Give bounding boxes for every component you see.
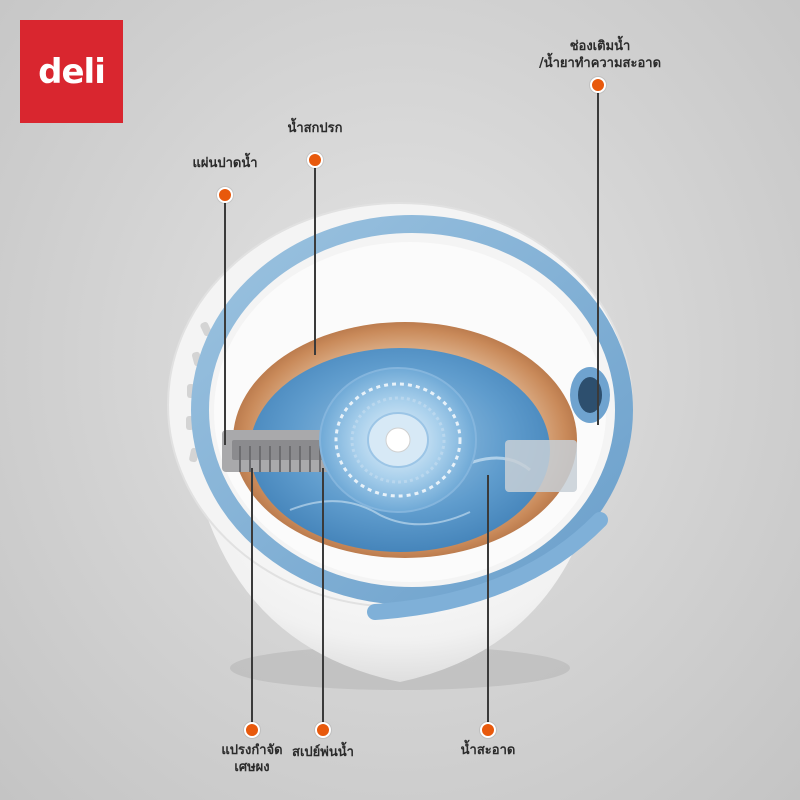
marker-clean-water bbox=[480, 722, 496, 738]
label-water-inlet-line2: /น้ำยาทำความสะอาด bbox=[538, 56, 662, 71]
deli-logo: deli bbox=[20, 20, 123, 123]
leader-water-inlet bbox=[597, 85, 599, 425]
leader-wiper-plate bbox=[224, 195, 226, 445]
marker-debris-brush bbox=[244, 722, 260, 738]
label-debris-brush-line2: เศษผง bbox=[234, 760, 270, 775]
spin-center bbox=[385, 427, 411, 453]
leader-clean-water bbox=[487, 475, 489, 730]
label-debris-brush-line1: แปรงกำจัด bbox=[221, 743, 283, 758]
leader-spray-nozzle bbox=[322, 468, 324, 730]
leader-dirty-water bbox=[314, 160, 316, 355]
logo-text: deli bbox=[38, 51, 106, 92]
label-water-inlet-line1: ช่องเติมน้ำ bbox=[569, 39, 631, 54]
marker-dirty-water bbox=[307, 152, 323, 168]
marker-water-inlet bbox=[590, 77, 606, 93]
label-wiper-plate: แผ่นปาดน้ำ bbox=[192, 156, 258, 171]
label-water-inlet: ช่องเติมน้ำ /น้ำยาทำความสะอาด bbox=[530, 38, 670, 72]
water-inlet-hole bbox=[578, 377, 602, 413]
marker-wiper-plate bbox=[217, 187, 233, 203]
label-debris-brush: แปรงกำจัด เศษผง bbox=[202, 742, 302, 776]
blue-rim bbox=[191, 215, 633, 605]
label-clean-water: น้ำสะอาด bbox=[460, 743, 516, 758]
rim-slot bbox=[200, 321, 212, 337]
marker-spray-nozzle bbox=[315, 722, 331, 738]
handle bbox=[367, 512, 608, 620]
label-spray-nozzle: สเปย์พ่นน้ำ bbox=[292, 745, 354, 760]
leader-debris-brush bbox=[251, 468, 253, 730]
right-arm bbox=[505, 440, 577, 492]
label-dirty-water: น้ำสกปรก bbox=[287, 121, 343, 136]
